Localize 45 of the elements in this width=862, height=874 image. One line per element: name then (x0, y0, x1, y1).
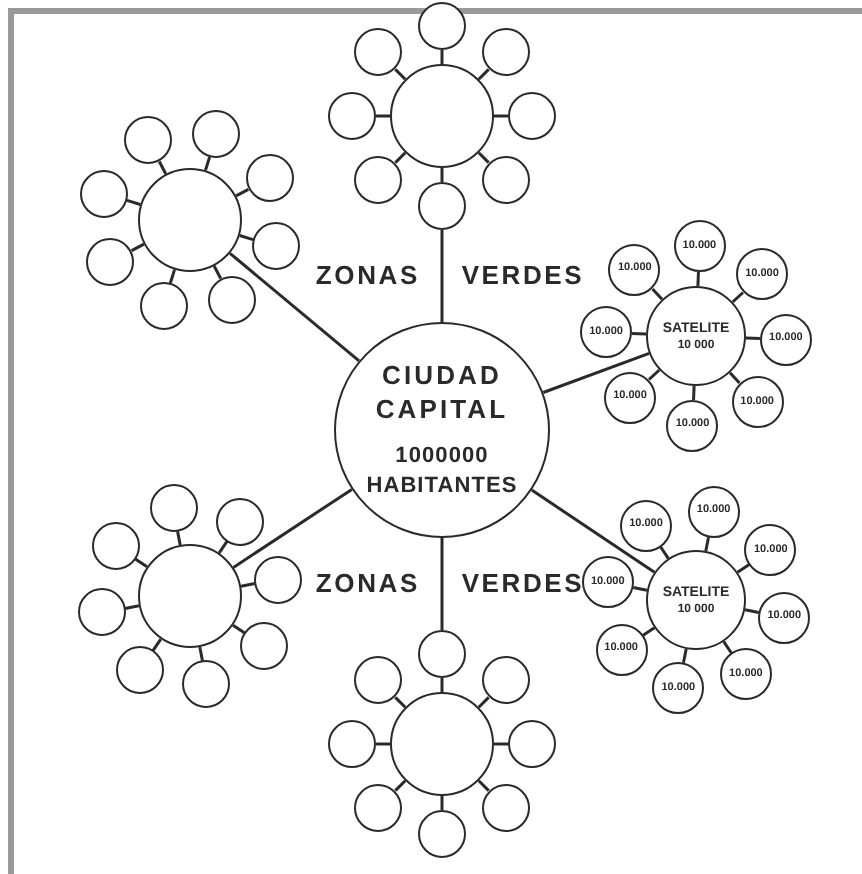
connector-line (477, 696, 490, 709)
connector-line (204, 156, 212, 171)
connector-line (232, 488, 353, 569)
connector-line (494, 114, 508, 118)
connector-line (440, 230, 444, 322)
connector-line (198, 646, 204, 662)
connector-line (692, 385, 696, 400)
connector-line (126, 198, 141, 206)
connector-line (542, 351, 650, 394)
connector-line (745, 336, 760, 340)
connector-line (235, 188, 250, 198)
connector-line (651, 288, 664, 301)
connector-line (440, 796, 444, 810)
connector-line (728, 371, 741, 384)
population-label: 1000000 HABITANTES (364, 442, 520, 502)
connector-line (239, 234, 254, 242)
connector-line (376, 742, 390, 746)
connector-line (731, 291, 744, 304)
connector-line (130, 242, 145, 252)
connector-line (394, 151, 407, 164)
connector-line (440, 50, 444, 64)
connector-line (168, 269, 176, 284)
connector-line (158, 160, 168, 175)
connector-line (394, 696, 407, 709)
connector-line (736, 563, 751, 574)
connector-line (440, 168, 444, 182)
connector-line (477, 68, 490, 81)
connector-line (494, 742, 508, 746)
connector-line (176, 530, 182, 546)
connector-line (477, 151, 490, 164)
connector-line (394, 779, 407, 792)
connector-line (440, 538, 444, 630)
zone-label: ZONAS VERDES (315, 260, 585, 292)
connector-line (648, 368, 661, 381)
connector-line (440, 678, 444, 692)
connector-line (530, 488, 656, 574)
connector-line (696, 272, 700, 287)
connector-line (394, 68, 407, 81)
connector-line (477, 779, 490, 792)
connector-line (376, 114, 390, 118)
city-name: CIUDAD CAPITAL (373, 358, 511, 426)
connector-line (632, 332, 647, 336)
zone-label: ZONAS VERDES (315, 568, 585, 600)
connector-line (229, 252, 360, 362)
connector-line (212, 265, 222, 280)
